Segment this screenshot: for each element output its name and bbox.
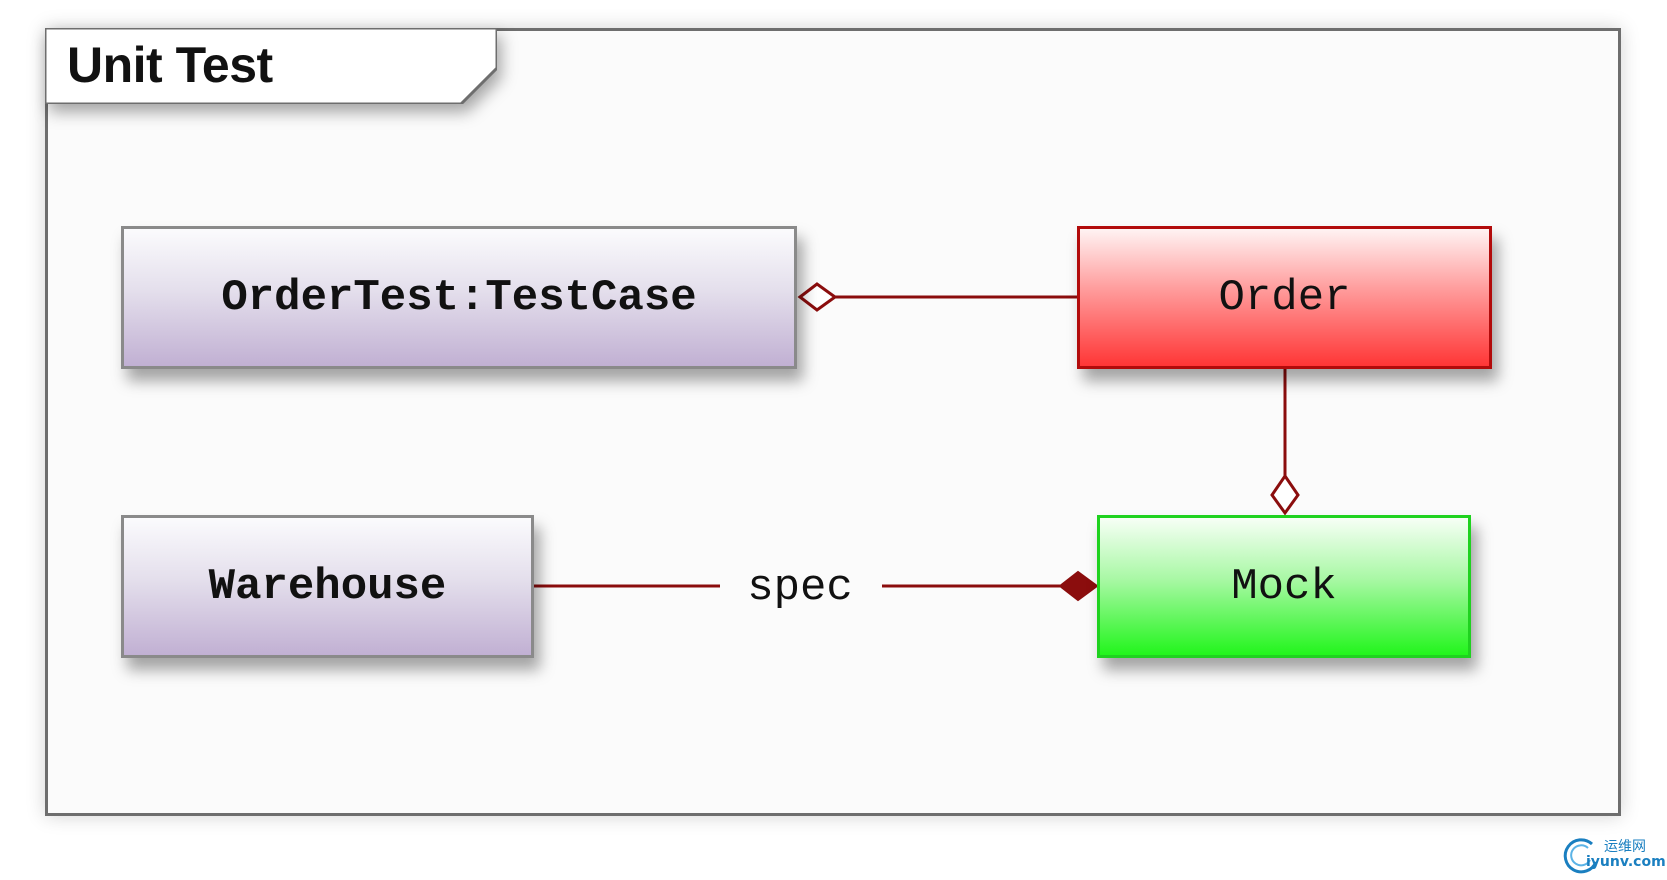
class-mock: Mock [1097, 515, 1471, 658]
class-ordertest-label: OrderTest:TestCase [221, 272, 697, 323]
aggregation-diamond-mock [1270, 473, 1300, 516]
aggregation-diamond-ordertest [797, 282, 838, 312]
class-order: Order [1077, 226, 1492, 369]
class-ordertest-testcase: OrderTest:TestCase [121, 226, 797, 369]
watermark-en-text: iyunv.com [1586, 854, 1666, 870]
composition-diamond-mock [1058, 570, 1099, 602]
frame-title: Unit Test [67, 37, 273, 93]
edge-label-spec: spec [747, 563, 853, 613]
class-order-label: Order [1218, 272, 1351, 323]
watermark-cn-text: 运维网 [1604, 839, 1646, 855]
unit-test-frame [45, 28, 1621, 816]
class-warehouse-label: Warehouse [208, 561, 447, 612]
class-mock-label: Mock [1231, 561, 1337, 612]
class-warehouse: Warehouse [121, 515, 534, 658]
watermark: 运维网 iyunv.com [1562, 834, 1666, 876]
frame-title-tab: Unit Test [45, 28, 497, 104]
watermark-logo-icon [1563, 838, 1598, 874]
